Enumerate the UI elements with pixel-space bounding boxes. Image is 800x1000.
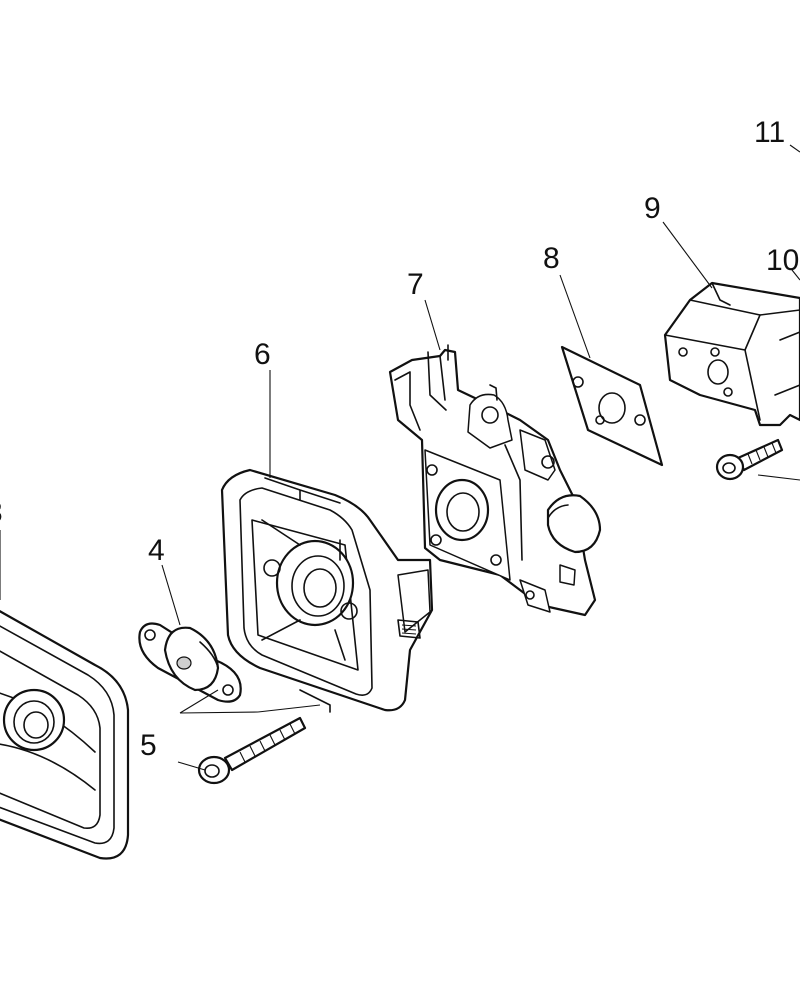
part-3-air-filter-cover[interactable] — [0, 600, 130, 860]
callout-10: 10 — [766, 244, 799, 277]
callout-5: 5 — [140, 729, 157, 762]
part-4-plate[interactable] — [138, 622, 242, 703]
callout-8: 8 — [543, 242, 560, 275]
part-8-gasket[interactable] — [560, 345, 664, 467]
callout-7: 7 — [407, 268, 424, 301]
part-5-screw[interactable] — [197, 716, 307, 785]
part-10-screw[interactable] — [715, 438, 784, 481]
callout-6: 6 — [254, 338, 271, 371]
callout-3: 3 — [0, 496, 3, 529]
callout-9: 9 — [644, 192, 661, 225]
part-6-filter-housing[interactable] — [220, 468, 434, 713]
part-9-insulator[interactable] — [663, 281, 800, 427]
part-7-carburetor[interactable] — [388, 344, 602, 617]
callout-4: 4 — [148, 534, 165, 567]
callout-11: 11 — [754, 116, 785, 149]
